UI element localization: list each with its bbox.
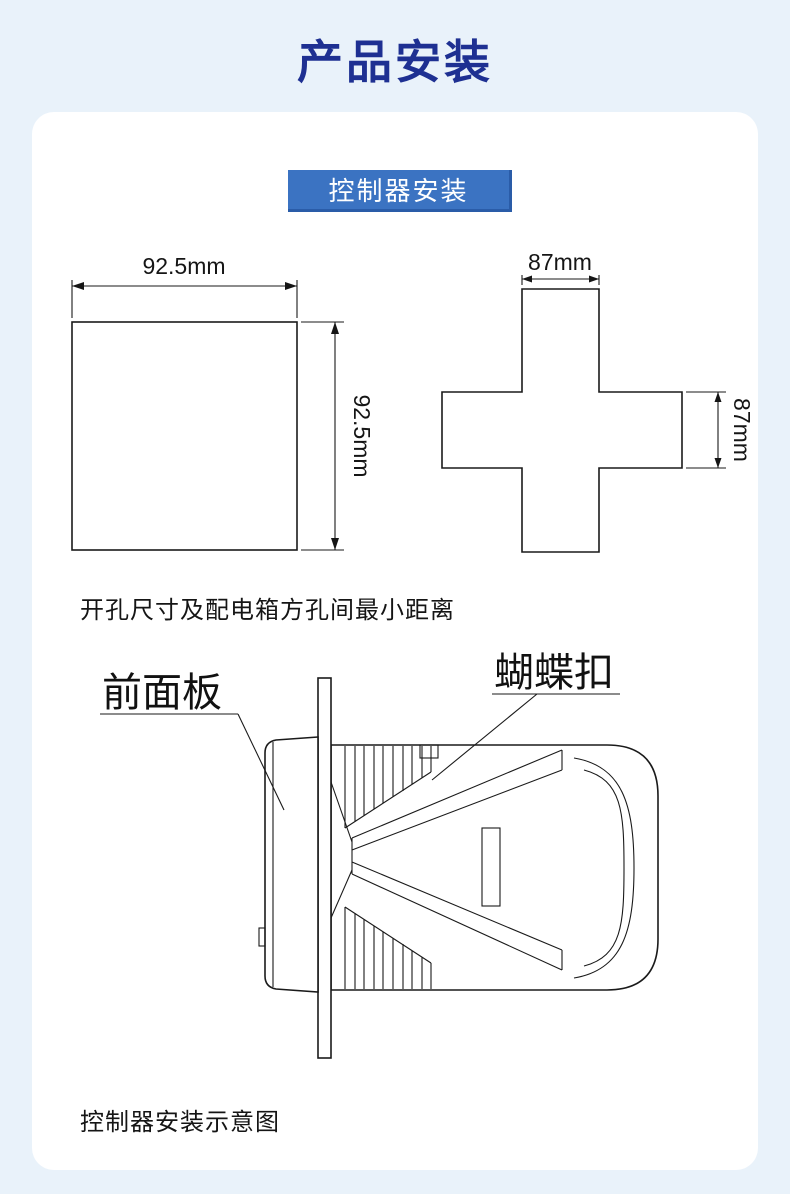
- installation-diagram: 前面板 蝴蝶扣: [100, 650, 659, 1059]
- butterfly-clip-callout: 蝴蝶扣: [431, 650, 620, 781]
- section-badge: 控制器安装: [288, 170, 512, 212]
- cutout-caption: 开孔尺寸及配电箱方孔间最小距离: [80, 597, 455, 624]
- front-panel-bezel: [258, 736, 319, 993]
- section-badge-label: 控制器安装: [328, 176, 469, 206]
- cross-height-dimension: 87mm: [729, 398, 755, 462]
- rear-bracket: [573, 757, 635, 979]
- bottom-vent-grille: [344, 906, 432, 989]
- square-height-dimension: 92.5mm: [349, 394, 375, 477]
- front-panel-label: 前面板: [102, 670, 222, 715]
- cross-width-dimension: 87mm: [528, 249, 592, 275]
- cutout-dimension-diagram: 92.5mm 92.5mm 87mm 87mm: [71, 249, 755, 553]
- content-card: 控制器安装 92.5mm 92.5mm: [32, 112, 758, 1170]
- front-panel-callout: 前面板: [100, 670, 285, 811]
- install-caption: 控制器安装示意图: [80, 1109, 280, 1136]
- page-title: 产品安装: [297, 36, 493, 88]
- butterfly-clip: [330, 749, 563, 971]
- top-vent-grille: [344, 746, 432, 829]
- butterfly-clip-label: 蝴蝶扣: [494, 650, 614, 695]
- controller-body: [330, 744, 659, 991]
- square-width-dimension: 92.5mm: [142, 253, 225, 279]
- center-slot: [481, 827, 501, 907]
- cross-cutout-outline: 87mm 87mm: [441, 249, 755, 553]
- square-cutout-outline: 92.5mm 92.5mm: [71, 253, 375, 551]
- mounting-panel-plate: [317, 677, 332, 1059]
